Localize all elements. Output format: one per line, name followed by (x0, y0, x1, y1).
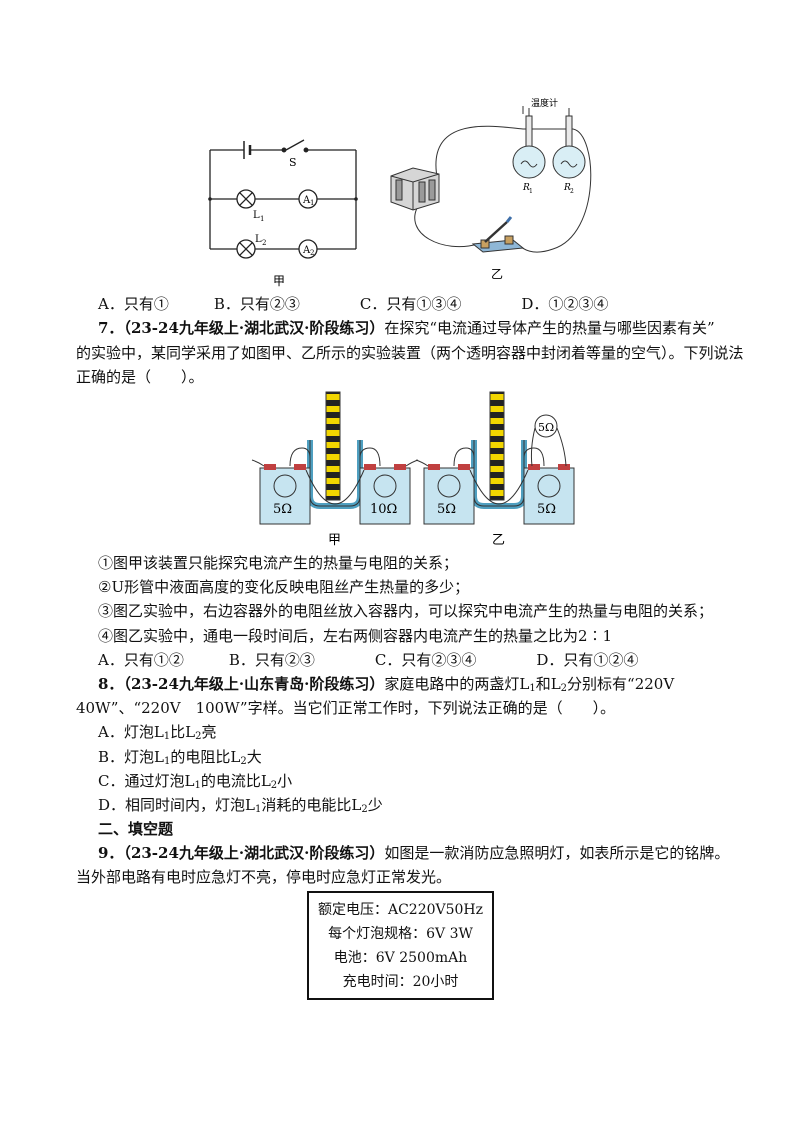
jia-right-resistor-label: 10Ω (370, 502, 397, 517)
q7-options: A．只有①② B．只有②③ C．只有②③④ D．只有①②④ (98, 651, 639, 669)
q8-stem-line-2: 40W”、“220V 100W”字样。当它们正常工作时，下列说法正确的是（ ）。 (76, 699, 616, 717)
nameplate-rated-voltage: 额定电压：AC220V50Hz (317, 902, 484, 918)
lamp1-sub: 1 (260, 215, 264, 223)
ammeter2-sub: 2 (310, 249, 314, 257)
q8-option-d-text-2: 消耗的电能比L (261, 796, 362, 814)
q8-option-b: B．灯泡L1的电阻比L2大 (98, 747, 262, 772)
thermometer-label: 温度计 (531, 97, 558, 109)
lamp2-label: L (255, 234, 262, 245)
ammeter1-label: A (302, 195, 311, 206)
q8-option-b-text-3: 大 (246, 748, 262, 766)
q8-option-d-sub-2: 2 (361, 804, 368, 815)
q8-option-a-text-1: A．灯泡L (98, 723, 164, 741)
q8-option-c-text-1: C．通过灯泡L (98, 772, 195, 790)
q9-stem-1: 如图是一款消防应急照明灯，如表所示是它的铭牌。 (384, 844, 730, 862)
q8-option-c-text-3: 小 (277, 772, 293, 790)
q7-statement-3: ③图乙实验中，右边容器外的电阻丝放入容器内，可以探究中电流产生的热量与电阻的关系… (98, 602, 714, 620)
q8-option-a-text-2: 比L (170, 723, 196, 741)
q8-option-a-sub-2: 2 (195, 731, 202, 742)
yi-setup: 5Ω 5Ω 5Ω 乙 (415, 391, 575, 548)
switch-label: S (289, 156, 297, 169)
q7-apparatus-figure: 5Ω 10Ω 甲 5Ω 5Ω 5Ω (251, 391, 575, 548)
q7-statement-4: ④图乙实验中，通电一段时间后，左右两侧容器内电流产生的热量之比为2∶1 (98, 627, 613, 645)
q9-source: （23-24九年级上·湖北武汉·阶段练习） (123, 844, 385, 862)
q8-sub-1: 1 (529, 683, 536, 694)
q8-option-b-sub-1: 1 (163, 756, 171, 767)
q8-option-d-text-3: 少 (367, 796, 383, 814)
q7-stem-line-1: 7．（23-24九年级上·湖北武汉·阶段练习）在探究“电流通过导体产生的热量与哪… (98, 318, 715, 338)
q9-stem-line-2: 当外部电路有电时应急灯不亮，停电时应急灯正常发光。 (76, 868, 452, 886)
q8-option-c-text-2: 的电流比L (200, 772, 271, 790)
nameplate-battery: 电池：6V 2500mAh (333, 950, 468, 966)
r2-label: R (563, 183, 571, 193)
q8-option-a-sub-1: 1 (163, 731, 171, 742)
q9-number: 9． (98, 844, 124, 862)
q9-stem-line-1: 9．（23-24九年级上·湖北武汉·阶段练习）如图是一款消防应急照明灯，如表所示… (98, 843, 729, 863)
yi-outside-resistor-label: 5Ω (538, 421, 554, 434)
q7-caption-yi: 乙 (492, 533, 505, 548)
q8-stem-line-1: 8．（23-24九年级上·山东青岛·阶段练习）家庭电路中的两盏灯L1和L2分别标… (98, 674, 674, 699)
q8-option-c-sub-2: 2 (270, 780, 278, 791)
q8-option-d: D．相同时间内，灯泡L1消耗的电能比L2少 (98, 795, 383, 820)
q6-circuit-diagram-jia: S L 1 A 1 L 2 A 2 甲 (208, 139, 358, 288)
q8-stem-1c: 分别标有“220V (567, 675, 675, 693)
yi-right-resistor-label: 5Ω (537, 502, 556, 517)
ammeter2-label: A (302, 245, 311, 256)
q7-stem-line-2: 的实验中，某同学采用了如图甲、乙所示的实验装置（两个透明容器中封闭着等量的空气）… (76, 344, 744, 362)
q6-apparatus-yi: 温度计 R 1 R 2 乙 (390, 97, 592, 281)
r1-sub: 1 (529, 188, 533, 195)
q8-option-d-text-1: D．相同时间内，灯泡L (98, 796, 255, 814)
q8-stem-1b: 和L (535, 675, 561, 693)
q8-option-d-sub-1: 1 (255, 804, 262, 815)
q8-option-b-text-2: 的电阻比L (170, 748, 241, 766)
ammeter1-sub: 1 (310, 199, 314, 207)
q8-option-a-text-3: 亮 (201, 723, 217, 741)
q7-number: 7． (98, 319, 124, 337)
q6-options: A．只有① B．只有②③ C．只有①③④ D．①②③④ (98, 295, 609, 313)
r1-label: R (522, 183, 530, 193)
q8-source: （23-24九年级上·山东青岛·阶段练习） (123, 675, 385, 693)
q8-option-c: C．通过灯泡L1的电流比L2小 (98, 771, 292, 796)
q9-nameplate-table: 额定电压：AC220V50Hz 每个灯泡规格：6V 3W 电池：6V 2500m… (307, 891, 494, 1000)
q8-sub-2: 2 (560, 683, 568, 694)
jia-left-resistor-label: 5Ω (273, 502, 292, 517)
q7-source: （23-24九年级上·湖北武汉·阶段练习） (123, 319, 385, 337)
yi-left-resistor-label: 5Ω (437, 502, 456, 517)
figure-caption-yi: 乙 (491, 267, 503, 281)
figure-caption-jia: 甲 (273, 274, 285, 288)
q8-number: 8． (98, 675, 124, 693)
lamp1-label: L (253, 210, 260, 221)
q8-option-c-sub-1: 1 (194, 780, 201, 791)
jia-setup: 5Ω 10Ω 甲 (251, 391, 419, 548)
nameplate-charge-time: 充电时间：20小时 (342, 974, 459, 990)
nameplate-bulb-spec: 每个灯泡规格：6V 3W (328, 926, 473, 942)
q8-option-b-text-1: B．灯泡L (98, 748, 164, 766)
section-title-fill-in: 二、填空题 (98, 820, 174, 838)
q8-option-a: A．灯泡L1比L2亮 (98, 722, 217, 747)
q7-stem-line-3: 正确的是（ ）。 (76, 368, 204, 386)
q7-statement-2: ②U形管中液面高度的变化反映电阻丝产生热量的多少； (98, 578, 470, 596)
q8-stem-1a: 家庭电路中的两盏灯L (384, 675, 530, 693)
r2-sub: 2 (570, 188, 574, 195)
lamp2-sub: 2 (262, 239, 266, 247)
q8-option-b-sub-2: 2 (240, 756, 247, 767)
q7-statement-1: ①图甲该装置只能探究电流产生的热量与电阻的关系； (98, 554, 459, 572)
q7-caption-jia: 甲 (328, 533, 341, 548)
q7-stem-1: 在探究“电流通过导体产生的热量与哪些因素有关” (384, 319, 715, 337)
